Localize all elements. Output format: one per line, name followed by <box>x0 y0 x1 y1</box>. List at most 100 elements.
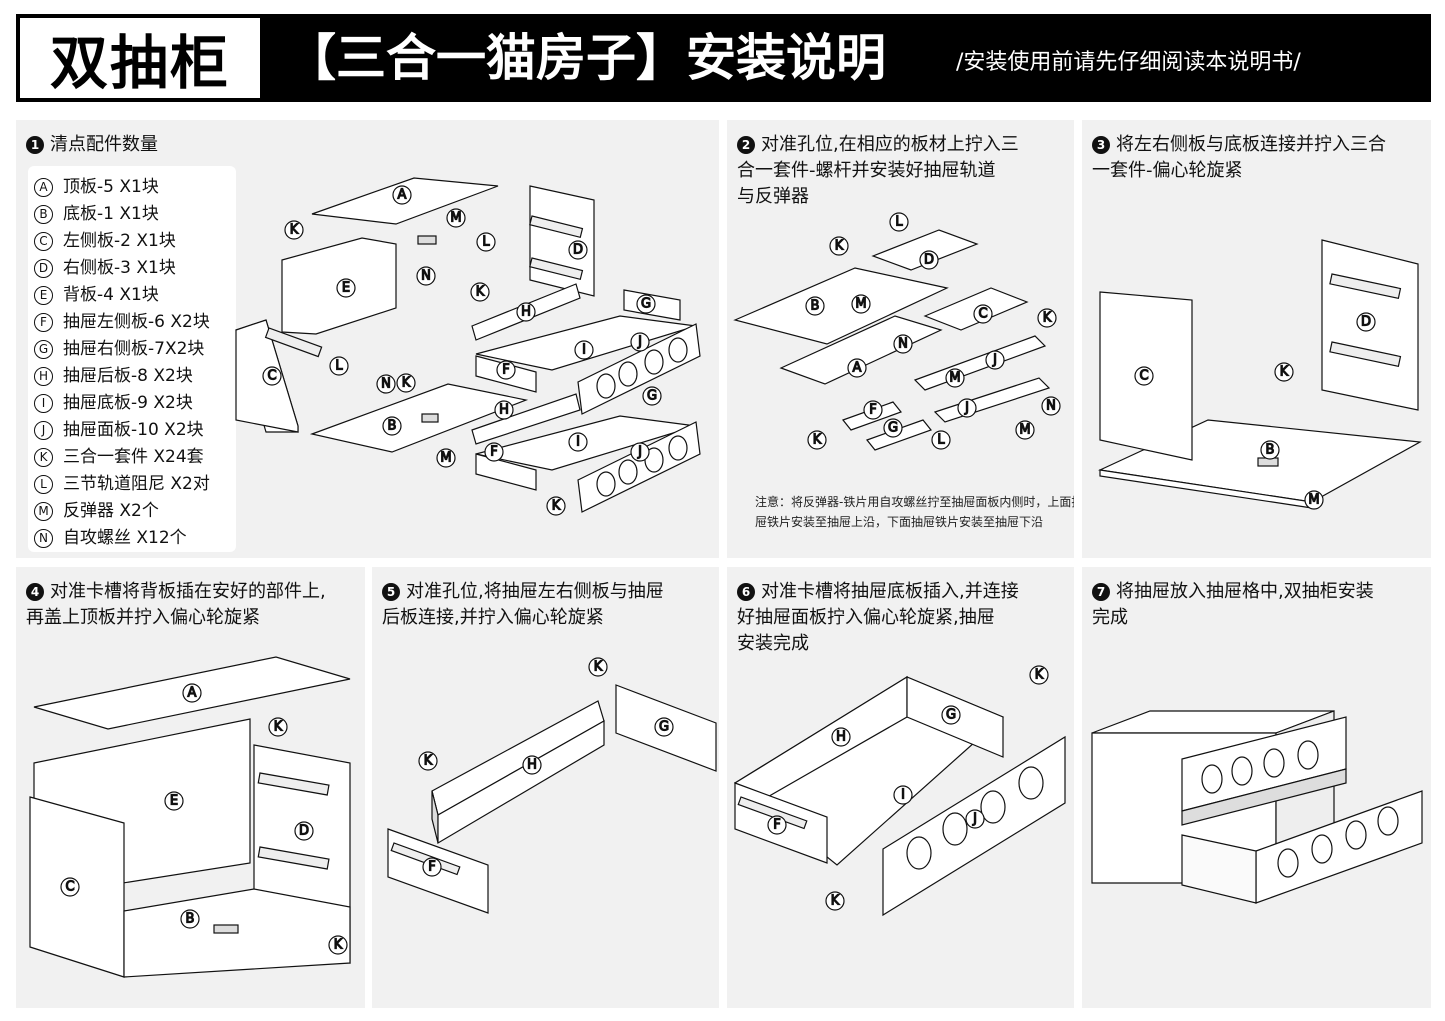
svg-text:C: C <box>65 880 74 895</box>
label-d: D <box>573 243 583 258</box>
step-5-diagram: H K G F K <box>387 657 717 914</box>
label-k: K <box>290 223 299 238</box>
label-h: H <box>521 305 531 320</box>
svg-text:I: I <box>576 435 580 450</box>
svg-text:F: F <box>869 403 876 418</box>
svg-text:A: A <box>188 686 197 701</box>
step-7-finished-cabinet-diagram <box>1091 710 1423 904</box>
step-6-diagram: H G I F J K K <box>733 665 1066 917</box>
svg-text:D: D <box>1361 315 1371 330</box>
svg-text:H: H <box>836 730 846 745</box>
page-subtitle: 【三合一猫房子】安装说明 <box>286 29 886 87</box>
page-note: /安装使用前请先仔细阅读本说明书/ <box>956 50 1301 75</box>
svg-text:K: K <box>835 239 844 254</box>
svg-text:I: I <box>901 788 905 803</box>
svg-text:L: L <box>937 433 945 448</box>
label-j: J <box>637 335 642 350</box>
step-4-diagram: A E D K C B K <box>29 656 351 978</box>
svg-text:K: K <box>1280 365 1289 380</box>
svg-text:M: M <box>949 371 960 386</box>
svg-text:D: D <box>299 824 309 839</box>
svg-text:J: J <box>637 445 642 460</box>
svg-text:K: K <box>813 433 822 448</box>
step-number: 1 <box>26 136 44 154</box>
svg-text:E: E <box>170 794 178 809</box>
bottom-board-diagram <box>309 383 529 453</box>
svg-text:J: J <box>972 812 977 827</box>
svg-text:K: K <box>402 376 411 391</box>
svg-text:A: A <box>853 361 862 376</box>
svg-text:F: F <box>428 860 435 875</box>
label-l: L <box>335 359 343 374</box>
exploded-parts-diagram: A E C L K M N B K N M D L K H I <box>235 177 701 516</box>
svg-text:J: J <box>992 353 997 368</box>
svg-text:K: K <box>476 285 485 300</box>
svg-text:L: L <box>482 235 490 250</box>
svg-text:K: K <box>594 660 603 675</box>
svg-text:F: F <box>773 818 780 833</box>
svg-text:B: B <box>1266 443 1275 458</box>
svg-text:G: G <box>888 421 898 436</box>
svg-text:M: M <box>1308 493 1319 508</box>
svg-text:B: B <box>186 912 195 927</box>
svg-text:C: C <box>1139 369 1148 384</box>
svg-text:G: G <box>659 720 669 735</box>
svg-text:K: K <box>334 938 343 953</box>
title-box: 双抽柜 <box>20 18 260 98</box>
svg-text:N: N <box>898 337 908 352</box>
svg-text:L: L <box>895 215 903 230</box>
svg-text:H: H <box>499 403 509 418</box>
svg-text:K: K <box>1043 311 1052 326</box>
svg-text:K: K <box>831 894 840 909</box>
svg-text:G: G <box>946 708 956 723</box>
label-n: N <box>421 269 431 284</box>
svg-text:K: K <box>1035 668 1044 683</box>
step-2-note: 注意：将反弹器-铁片用自攻螺丝拧至抽屉面板内侧时，上面抽屉铁片安装至抽屉上沿，下… <box>755 495 1074 529</box>
svg-text:K: K <box>424 754 433 769</box>
step-3-diagram: B M C D K <box>1097 239 1422 510</box>
svg-text:M: M <box>1019 423 1030 438</box>
svg-text:K: K <box>552 499 561 514</box>
svg-text:K: K <box>274 720 283 735</box>
right-side-board-diagram <box>529 185 595 297</box>
label-m: M <box>450 211 461 226</box>
label-a: A <box>398 188 407 203</box>
svg-text:N: N <box>1046 399 1056 414</box>
label-f: F <box>502 363 509 378</box>
svg-text:G: G <box>647 389 657 404</box>
label-c: C <box>267 369 276 384</box>
svg-text:M: M <box>855 297 866 312</box>
label-b: B <box>388 419 397 434</box>
svg-text:J: J <box>964 401 969 416</box>
label-i: I <box>582 343 586 358</box>
svg-text:F: F <box>490 445 497 460</box>
svg-text:M: M <box>440 451 451 466</box>
svg-text:C: C <box>978 307 987 322</box>
